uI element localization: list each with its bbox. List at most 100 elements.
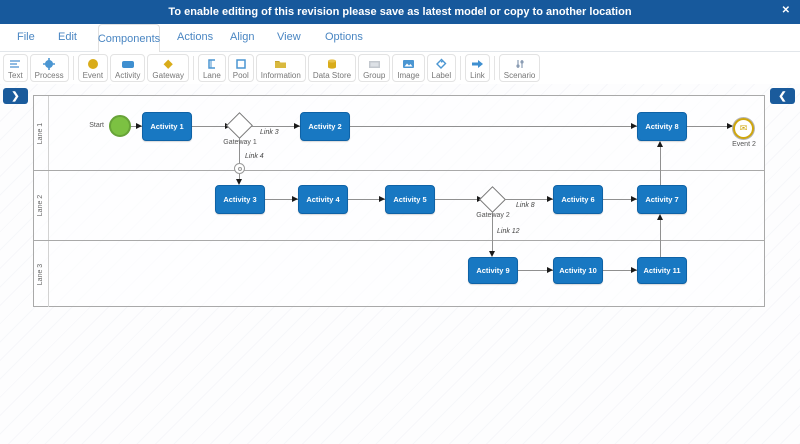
arrowhead-icon: [292, 196, 298, 202]
menu-item-align[interactable]: Align: [230, 31, 255, 43]
end-event-node[interactable]: ✉: [733, 118, 754, 139]
image-button[interactable]: Image: [392, 54, 425, 82]
group-button-label: Group: [363, 70, 386, 80]
activity-node[interactable]: Activity 10: [553, 257, 603, 284]
link-icon: [471, 58, 484, 71]
menu-item-actions[interactable]: Actions: [177, 31, 214, 43]
connector-line: [660, 220, 661, 257]
image-icon: [402, 58, 415, 71]
activity-button[interactable]: Activity: [110, 54, 146, 82]
text-button[interactable]: Text: [3, 54, 28, 82]
pool-button[interactable]: Pool: [227, 54, 254, 82]
activity-node[interactable]: Activity 1: [142, 112, 192, 141]
lane-row-2[interactable]: Lane 2: [34, 171, 764, 241]
link-label[interactable]: Link 8: [516, 202, 535, 209]
envelope-icon: ✉: [739, 123, 748, 133]
pool-button-label: Pool: [232, 70, 249, 80]
gateway-label: Gateway 2: [476, 212, 510, 219]
lane-button[interactable]: Lane: [197, 54, 226, 82]
group-button[interactable]: Group: [358, 54, 391, 82]
lane-button-label: Lane: [202, 70, 221, 80]
process-button[interactable]: Process: [29, 54, 69, 82]
event-icon: [87, 58, 99, 71]
close-icon[interactable]: ✕: [781, 5, 790, 16]
lane-label: Lane 3: [37, 263, 45, 285]
components-toolbar: Text Process Event Activity Gateway Lane…: [0, 52, 800, 84]
activity-node[interactable]: Activity 11: [637, 257, 687, 284]
activity-node[interactable]: Activity 5: [385, 185, 435, 214]
arrowhead-icon: [136, 123, 142, 129]
connector-line: [518, 270, 553, 271]
menu-tab-components[interactable]: Components: [98, 24, 160, 52]
menu-bar: File Edit Components Actions Align View …: [0, 24, 800, 52]
toolbar-separator: [460, 56, 462, 80]
lane-row-1[interactable]: Lane 1: [34, 96, 764, 171]
arrowhead-icon: [489, 251, 495, 257]
toolbar-separator: [192, 56, 194, 80]
connector-line: [503, 199, 553, 200]
menu-item-options[interactable]: Options: [325, 31, 363, 43]
text-button-label: Text: [8, 70, 23, 80]
lane-strip[interactable]: Lane 3: [34, 241, 49, 307]
activity-node[interactable]: Activity 8: [637, 112, 687, 141]
connector-line: [435, 199, 484, 200]
information-button[interactable]: Information: [255, 54, 306, 82]
link-label[interactable]: Link 12: [497, 228, 520, 235]
link-button[interactable]: Link: [465, 54, 490, 82]
activity-node[interactable]: Activity 7: [637, 185, 687, 214]
gateway-button[interactable]: Gateway: [147, 54, 189, 82]
arrowhead-icon: [727, 123, 733, 129]
activity-node[interactable]: Activity 2: [300, 112, 350, 141]
connector-line: [239, 136, 240, 180]
arrowhead-icon: [657, 141, 663, 147]
diagram-canvas[interactable]: ❯ ❮ Lane 1 Lane 2 Lane 3: [0, 84, 800, 444]
data-store-button-label: Data Store: [312, 70, 352, 80]
revision-warning-banner: To enable editing of this revision pleas…: [0, 0, 800, 24]
text-icon: [9, 58, 21, 71]
label-button-label: Label: [431, 70, 452, 80]
group-icon: [368, 58, 381, 71]
process-button-label: Process: [34, 70, 64, 80]
event-button[interactable]: Event: [77, 54, 109, 82]
data-store-button[interactable]: Data Store: [307, 54, 357, 82]
connector-line: [492, 210, 493, 251]
link-label[interactable]: Link 4: [245, 153, 264, 160]
lane-strip[interactable]: Lane 2: [34, 171, 49, 240]
information-icon: [274, 58, 287, 71]
activity-node[interactable]: Activity 6: [553, 185, 603, 214]
link-button-label: Link: [470, 70, 485, 80]
arrowhead-icon: [631, 196, 637, 202]
arrowhead-icon: [657, 214, 663, 220]
activity-button-label: Activity: [115, 70, 141, 80]
gateway-label: Gateway 1: [223, 139, 257, 146]
menu-tab-components-label: Components: [97, 32, 161, 45]
start-event-node[interactable]: [109, 115, 131, 137]
lane-strip[interactable]: Lane 1: [34, 96, 49, 170]
scenario-button[interactable]: Scenario: [498, 54, 541, 82]
menu-item-file[interactable]: File: [17, 31, 35, 43]
link-label[interactable]: Link 3: [260, 129, 279, 136]
scroll-right-button[interactable]: ❮: [770, 88, 795, 104]
link-anchor-icon[interactable]: [234, 163, 245, 174]
activity-node[interactable]: Activity 9: [468, 257, 518, 284]
activity-node[interactable]: Activity 4: [298, 185, 348, 214]
connector-line: [348, 199, 385, 200]
toolbar-separator: [72, 56, 74, 80]
arrowhead-icon: [631, 123, 637, 129]
pool-icon: [235, 58, 247, 71]
lane-row-3[interactable]: Lane 3: [34, 241, 764, 307]
image-button-label: Image: [397, 70, 420, 80]
connector-line: [603, 199, 637, 200]
connector-line: [687, 126, 733, 127]
gateway-icon: [162, 58, 174, 71]
start-event-label: Start: [89, 122, 104, 129]
activity-node[interactable]: Activity 3: [215, 185, 265, 214]
gateway-button-label: Gateway: [152, 70, 184, 80]
scroll-left-button[interactable]: ❯: [3, 88, 28, 104]
lane-icon: [206, 58, 218, 71]
label-button[interactable]: Label: [426, 54, 457, 82]
arrowhead-icon: [547, 196, 553, 202]
menu-item-edit[interactable]: Edit: [58, 31, 77, 43]
event-button-label: Event: [82, 70, 104, 80]
menu-item-view[interactable]: View: [277, 31, 301, 43]
